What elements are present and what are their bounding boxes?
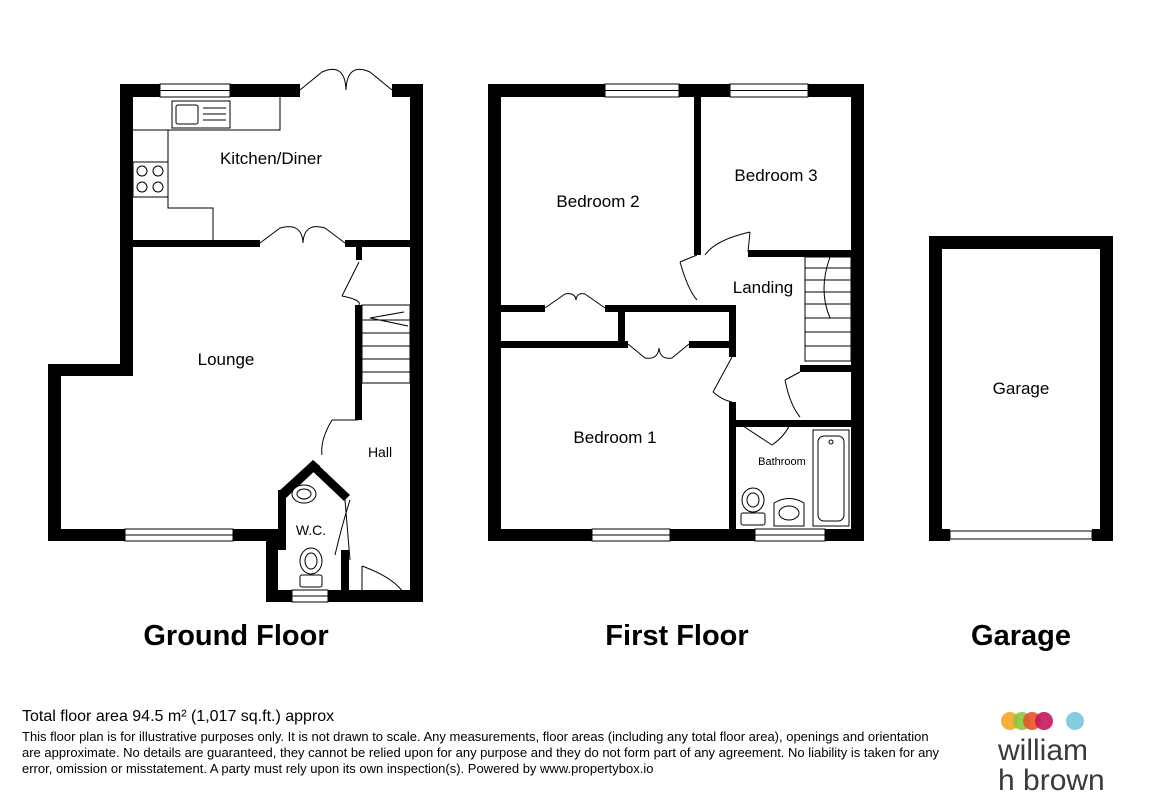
first-floor-plan: Bedroom 2 Bedroom 3 Landing Bedroom 1 Ba…: [488, 83, 864, 652]
wall: [736, 420, 854, 427]
bath: [812, 429, 850, 527]
ground-floor-plan: Kitchen/Diner Lounge Hall W.C. Ground Fl…: [48, 68, 423, 652]
wall: [488, 84, 501, 541]
basin: [773, 498, 805, 527]
garage-plan: Garage Garage: [929, 236, 1113, 652]
wall: [618, 305, 625, 348]
wall: [410, 84, 423, 602]
floor-title-first: First Floor: [605, 620, 748, 652]
wall: [120, 240, 260, 247]
logo-line-2: h brown: [998, 764, 1105, 797]
wall: [345, 240, 423, 247]
wall: [605, 305, 735, 312]
wall: [929, 236, 942, 541]
total-floor-area: Total floor area 94.5 m² (1,017 sq.ft.) …: [22, 708, 335, 725]
toilet: [299, 547, 323, 575]
room-label-landing: Landing: [733, 278, 794, 297]
wall: [48, 364, 61, 541]
wall: [120, 84, 133, 376]
logo-line-1: william: [998, 734, 1088, 767]
toilet: [291, 484, 317, 504]
wall: [1100, 236, 1113, 541]
stairs: [804, 256, 852, 362]
room-label-garage: Garage: [993, 379, 1050, 398]
wall: [307, 460, 350, 501]
room-label-wc: W.C.: [296, 522, 326, 538]
room-label-lounge: Lounge: [198, 350, 255, 369]
footer: Total floor area 94.5 m² (1,017 sq.ft.) …: [22, 707, 942, 777]
room-label-bathroom: Bathroom: [758, 456, 806, 468]
floor-title-garage: Garage: [971, 620, 1071, 652]
room-label-bedroom3: Bedroom 3: [734, 166, 817, 185]
door-gap: [300, 84, 392, 97]
wall: [694, 97, 701, 255]
logo-wordmark: william h brown: [998, 736, 1105, 796]
stairs: [361, 304, 411, 384]
wall: [929, 529, 950, 541]
wall: [851, 84, 864, 541]
wall: [355, 305, 362, 420]
wall: [356, 247, 362, 260]
wall: [278, 490, 286, 550]
wall: [1092, 529, 1113, 541]
wall: [929, 236, 1113, 249]
garage-door: [949, 530, 1093, 540]
toilet: [741, 487, 765, 513]
wall: [729, 402, 736, 532]
room-label-hall: Hall: [368, 444, 392, 460]
william-h-brown-logo: william h brown: [998, 708, 1138, 798]
wall: [341, 550, 349, 602]
room-label-bedroom1: Bedroom 1: [573, 428, 656, 447]
wall: [501, 341, 628, 348]
room-label-kitchen: Kitchen/Diner: [220, 149, 322, 168]
disclaimer: This floor plan is for illustrative purp…: [22, 729, 940, 776]
wall: [748, 250, 854, 257]
wall: [800, 365, 854, 372]
room-label-bedroom2: Bedroom 2: [556, 192, 639, 211]
wall: [48, 364, 132, 376]
floor-title-ground: Ground Floor: [143, 620, 328, 652]
wall: [266, 529, 278, 602]
wall: [501, 305, 545, 312]
wall: [278, 460, 320, 498]
floor-plan: Kitchen/Diner Lounge Hall W.C. Ground Fl…: [48, 68, 1113, 652]
logo-dots-icon: [1001, 712, 1084, 730]
wall: [729, 305, 736, 357]
wall: [689, 341, 735, 348]
